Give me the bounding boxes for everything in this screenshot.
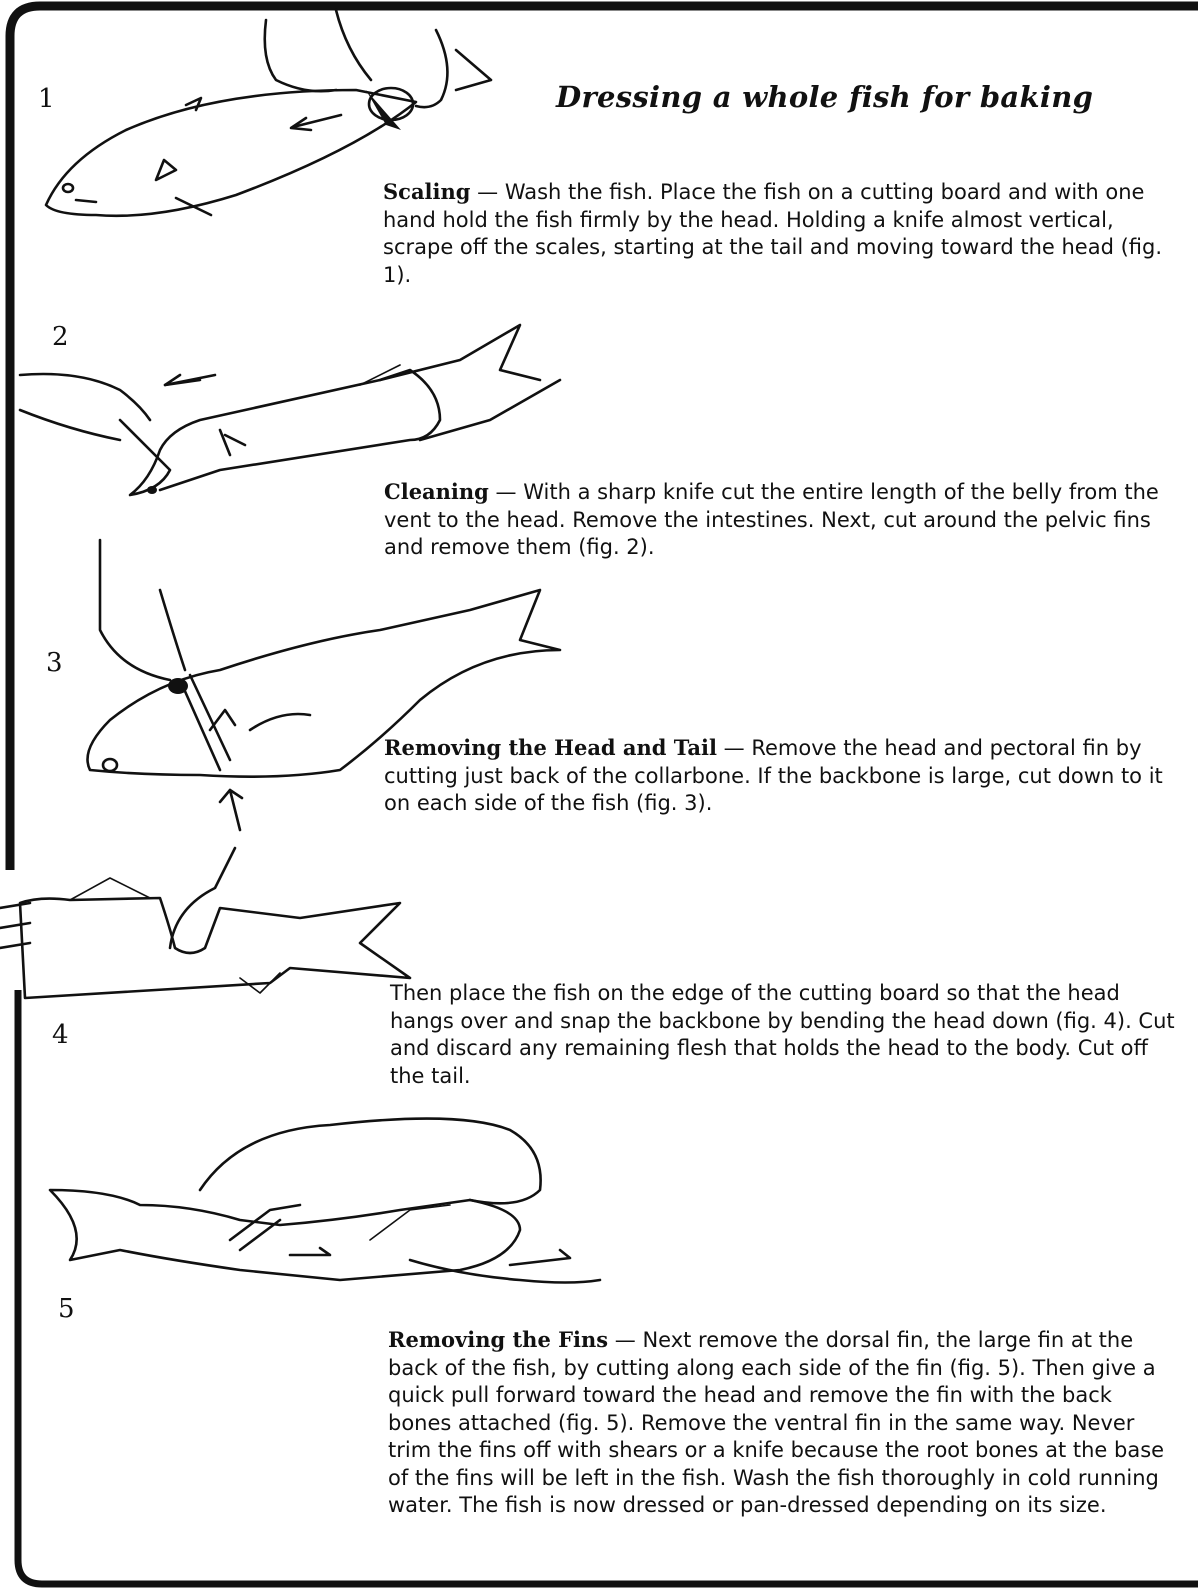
step-heading: Cleaning — [384, 479, 489, 504]
step-cleaning: Cleaning — With a sharp knife cut the en… — [384, 478, 1174, 562]
step-removing-head-tail: Removing the Head and Tail — Remove the … — [384, 734, 1174, 818]
step-heading: Scaling — [383, 179, 470, 204]
page-title: Dressing a whole fish for baking — [556, 80, 1093, 114]
figure-5-fin-removal-illustration — [40, 1110, 600, 1310]
step-removing-fins: Removing the Fins — Next remove the dors… — [388, 1326, 1178, 1520]
step-text: — With a sharp knife cut the entire leng… — [384, 480, 1159, 559]
figure-label-4: 4 — [52, 1022, 69, 1048]
figure-4-backbone-illustration — [0, 848, 430, 1018]
step-text: — Next remove the dorsal fin, the large … — [388, 1328, 1164, 1517]
step-scaling: Scaling — Wash the fish. Place the fish … — [383, 178, 1173, 289]
step-text: Then place the fish on the edge of the c… — [390, 981, 1175, 1088]
step-heading: Removing the Fins — [388, 1327, 608, 1352]
step-heading: Removing the Head and Tail — [384, 735, 717, 760]
figure-label-3: 3 — [46, 650, 63, 676]
step-snap-backbone: Then place the fish on the edge of the c… — [390, 980, 1180, 1090]
step-text: — Wash the fish. Place the fish on a cut… — [383, 180, 1162, 287]
